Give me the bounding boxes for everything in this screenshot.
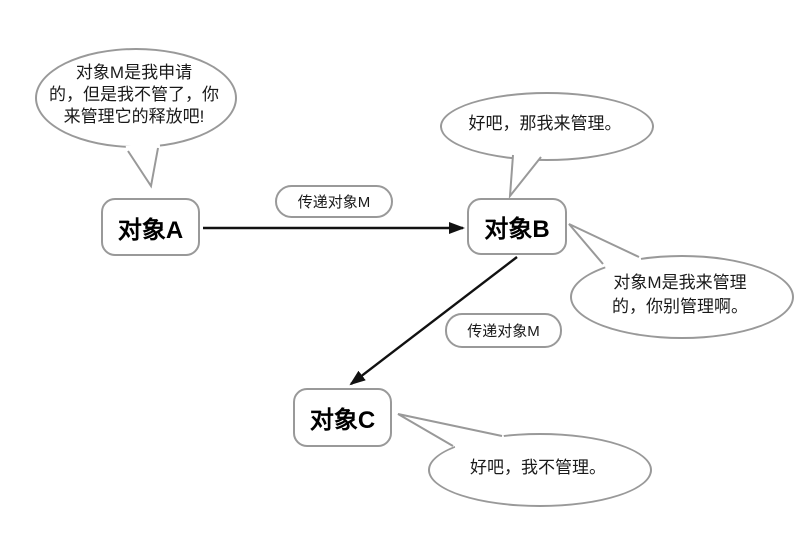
speech-bubble-a-text: 对象M是我申请 的，但是我不管了，你 来管理它的释放吧!	[35, 62, 233, 128]
bubble-tail-c	[397, 413, 505, 450]
edge-label-b-to-c: 传递对象M	[445, 313, 562, 348]
bubble-text-line: 好吧，那我来管理。	[468, 114, 622, 133]
bubble-text-line: 好吧，我不管理。	[470, 458, 606, 477]
bubble-text-line: 对象M是我来管理	[613, 273, 747, 292]
node-object-c-label: 对象C	[309, 407, 376, 434]
node-object-b: 对象B	[467, 198, 567, 255]
speech-bubble-a	[35, 48, 237, 148]
speech-bubble-b-right-text: 对象M是我来管理 的，你别管理啊。	[570, 271, 790, 319]
bubble-text-line: 来管理它的释放吧!	[63, 107, 205, 126]
edge-label-b-to-c-text: 传递对象M	[467, 323, 540, 340]
speech-bubble-b-right	[570, 255, 794, 339]
node-object-c: 对象C	[293, 388, 392, 447]
speech-bubble-b-top-text: 好吧，那我来管理。	[440, 113, 650, 135]
speech-bubble-b-top	[440, 92, 654, 161]
bubble-tail-b-right	[568, 223, 642, 269]
bubble-text-line: 的，你别管理啊。	[612, 297, 748, 316]
arrow-b-to-c	[349, 256, 518, 386]
edge-label-a-to-b: 传递对象M	[275, 185, 393, 218]
node-object-a-label: 对象A	[117, 216, 184, 244]
bubble-tail-a	[125, 143, 161, 189]
node-object-b-label: 对象B	[484, 216, 550, 243]
bubble-text-line: 的，但是我不管了，你	[49, 85, 219, 104]
bubble-tail-b-top	[508, 150, 544, 200]
edge-label-a-to-b-text: 传递对象M	[297, 194, 371, 211]
node-object-a: 对象A	[101, 198, 200, 256]
bubble-text-line: 对象M是我申请	[75, 63, 193, 82]
speech-bubble-c-text: 好吧，我不管理。	[428, 457, 648, 479]
